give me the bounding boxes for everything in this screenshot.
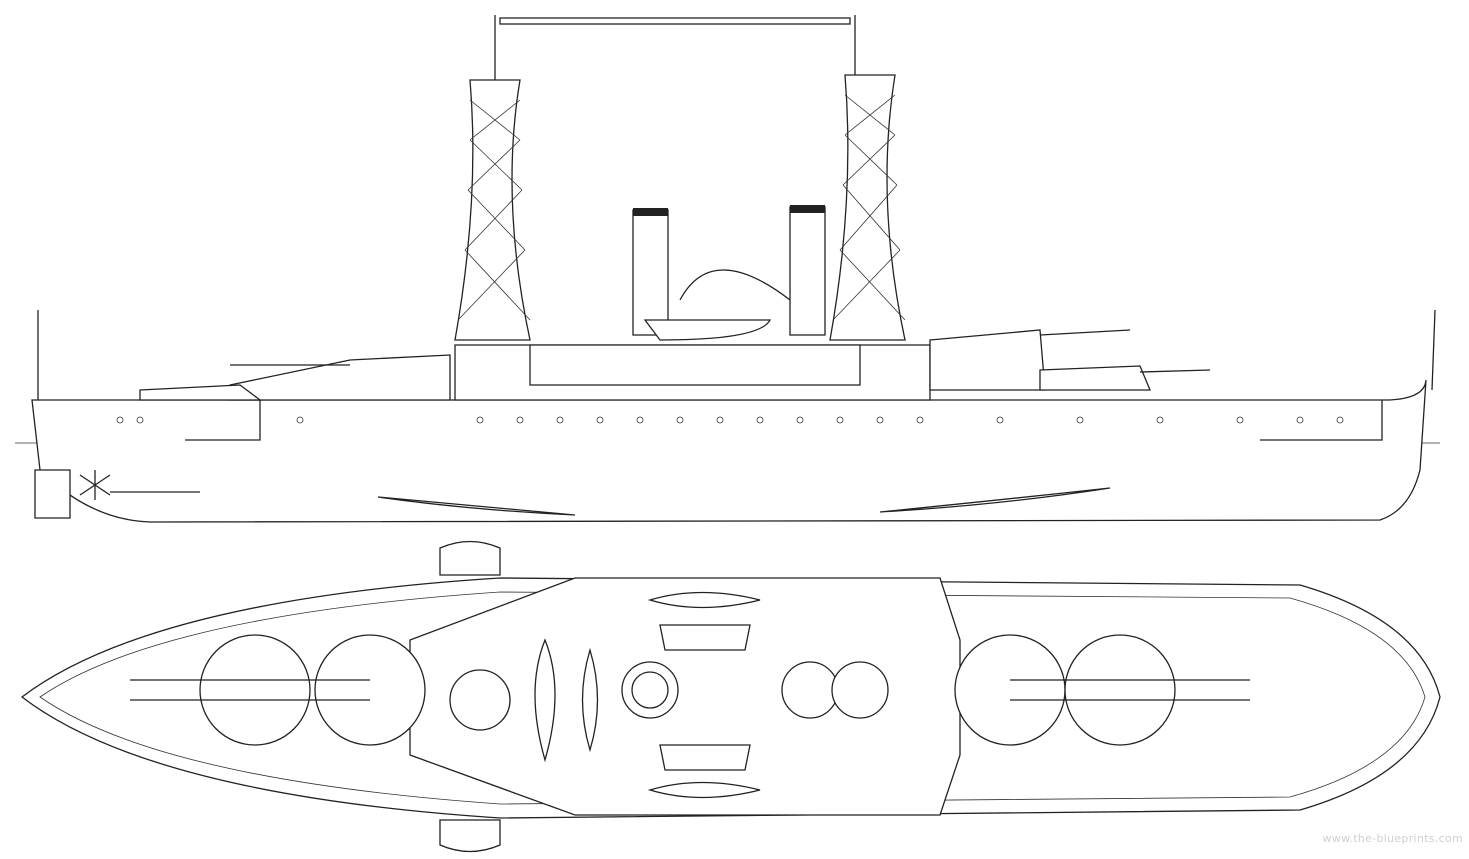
forward-cage-mast	[829, 15, 906, 341]
boat-crane	[679, 269, 791, 301]
forward-funnel-top	[781, 661, 839, 719]
side-elevation-view	[15, 15, 1440, 523]
upper-deck-house	[529, 344, 861, 386]
watermark: www.the-blueprints.com	[1322, 832, 1463, 845]
aft-turret-upper	[229, 354, 451, 401]
launch	[647, 781, 761, 799]
forward-turret-2	[1064, 634, 1176, 746]
forward-turret-lower	[1039, 365, 1151, 391]
portholes	[116, 416, 1344, 424]
boat-davit	[439, 819, 501, 853]
forward-turret-1	[954, 634, 1066, 746]
launch	[643, 319, 772, 341]
gun-barrel	[1139, 369, 1211, 373]
gun-barrels	[130, 679, 1250, 701]
whaleboat	[659, 624, 751, 651]
armor-belt	[185, 400, 1383, 441]
whaleboat	[659, 744, 751, 771]
aft-cage-mast	[454, 15, 531, 341]
radio-yard	[499, 17, 851, 25]
launch	[647, 591, 761, 609]
boat-davit	[439, 540, 501, 576]
aft-funnel	[632, 209, 669, 336]
hull-side	[31, 379, 1427, 523]
gun-barrel	[1039, 329, 1131, 336]
forward-turret-upper	[929, 329, 1046, 391]
plan-view	[20, 540, 1441, 853]
aft-tower-top	[449, 669, 511, 731]
rudder	[34, 469, 71, 519]
jackstaff	[1431, 309, 1436, 391]
bilge-keel-aft	[377, 496, 576, 516]
boat	[581, 647, 599, 753]
propeller	[79, 470, 111, 500]
superstructure-deck	[409, 577, 961, 816]
aft-turret-1	[314, 634, 426, 746]
aft-turret-lower	[139, 384, 262, 401]
aft-turret-2	[199, 634, 311, 746]
boat	[534, 638, 556, 763]
forward-funnel	[789, 206, 826, 336]
bilge-keel-fwd	[879, 487, 1111, 513]
